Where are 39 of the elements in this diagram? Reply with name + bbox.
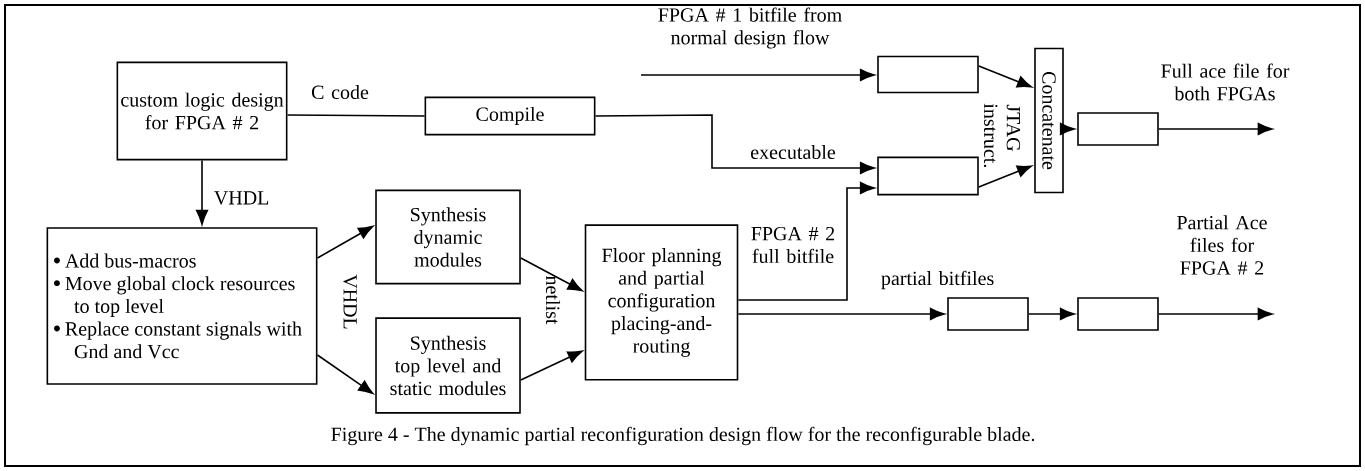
- text-label: JTAG instruct.: [983, 103, 1021, 167]
- edge-label: FPGA # 2 full bitfile: [751, 226, 835, 264]
- edge-label: C code: [311, 85, 369, 100]
- arrow: [978, 165, 1032, 188]
- process-box: Floor planning and partial configuration placing-and-routing: [584, 224, 739, 381]
- edge-label: VHDL: [214, 191, 269, 205]
- arrow: [520, 257, 583, 292]
- process-box: Add bus-macros Move global clock resources to top level Replace constant signals with Gnd and Vcc: [46, 227, 318, 385]
- arrow: [1059, 122, 1075, 136]
- arrow: [520, 350, 583, 381]
- text-label: netlist: [546, 276, 561, 325]
- process-box: [1077, 112, 1159, 146]
- arrow: [316, 354, 374, 394]
- arrow: [737, 181, 875, 301]
- arrow: [316, 225, 374, 259]
- process-box: Synthesis top level and static modules: [375, 317, 521, 414]
- process-box: [877, 156, 979, 196]
- edge-label: Partial Ace files for FPGA # 2: [1177, 215, 1267, 275]
- process-box: Compile: [424, 96, 596, 136]
- arrow: [978, 65, 1032, 88]
- arrow: [1028, 307, 1075, 321]
- arrow: [737, 307, 945, 321]
- process-box: [947, 297, 1029, 331]
- process-box: custom logic design for FPGA # 2: [116, 61, 288, 161]
- edge-label: FPGA # 1 bitfile from normal design flow: [658, 7, 842, 49]
- process-box: [877, 55, 979, 94]
- text-label: VHDL: [343, 274, 357, 329]
- arrow: [1158, 307, 1273, 321]
- edge-label: Full ace file for both FPGAs: [1161, 63, 1290, 101]
- arrow: [594, 114, 875, 175]
- arrow: [195, 159, 209, 225]
- process-box: Synthesis dynamic modules: [375, 189, 521, 285]
- edge-label: executable: [751, 144, 836, 160]
- arrow: [1158, 122, 1273, 136]
- process-box: Concatenate: [1034, 47, 1064, 194]
- arrow: [640, 68, 875, 82]
- caption: Figure 4 - The dynamic partial reconfiguration design flow for the reconfigurable blade.: [331, 426, 1035, 446]
- edge-label: partial bitfiles: [881, 270, 994, 290]
- process-box: [1077, 297, 1159, 331]
